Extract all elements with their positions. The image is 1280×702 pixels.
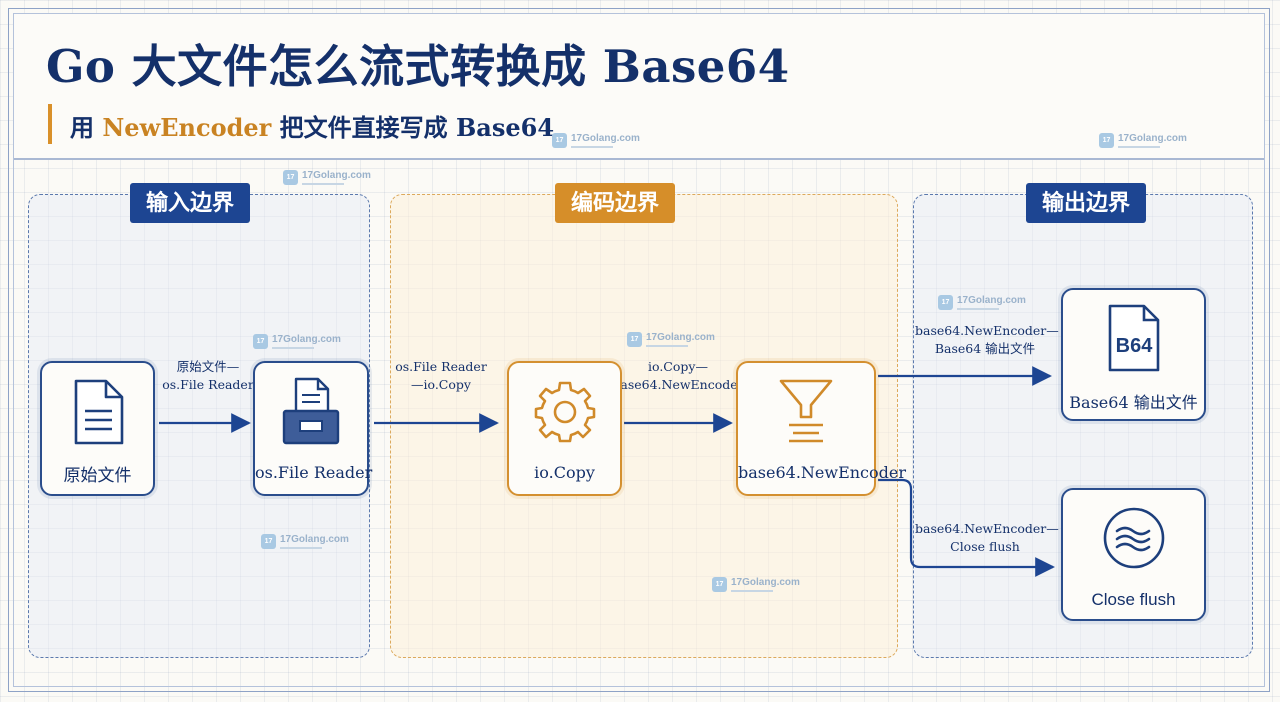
file-drawer-icon (282, 377, 340, 445)
io-copy-label: io.Copy (534, 463, 595, 482)
watermark-logo-icon: 17 (712, 577, 727, 592)
file-reader-label: os.File Reader (255, 463, 373, 482)
watermark-logo-icon: 17 (627, 332, 642, 347)
close-flush-node: Close flush (1061, 488, 1206, 621)
watermark-text: 17Golang.com (272, 334, 341, 345)
watermark: 17 17Golang.com (1099, 133, 1187, 148)
encoder-node: base64.NewEncoder (736, 361, 907, 496)
document-icon (74, 379, 123, 445)
output-file-node: B64 Base64 输出文件 (1061, 288, 1206, 421)
outer-frame (8, 8, 1270, 692)
source-file-label: 原始文件 (63, 466, 132, 486)
gear-icon (534, 381, 595, 443)
subtitle-accent-bar (48, 104, 52, 144)
watermark: 17 17Golang.com (938, 295, 1026, 310)
watermark-text: 17Golang.com (571, 133, 640, 144)
watermark-text: 17Golang.com (1118, 133, 1187, 144)
output-zone-label: 输出边界 (1026, 183, 1147, 223)
io-copy-node: io.Copy (507, 361, 622, 496)
page-title: Go 大文件怎么流式转换成 Base64 (46, 40, 790, 93)
watermark: 17 17Golang.com (712, 577, 800, 592)
output-file-label: Base64 输出文件 (1069, 393, 1198, 412)
watermark-text: 17Golang.com (731, 577, 800, 588)
watermark: 17 17Golang.com (253, 334, 341, 349)
watermark-text: 17Golang.com (646, 332, 715, 343)
subtitle-suffix: 把文件直接写成 Base64 (279, 113, 555, 142)
wave-circle-icon (1103, 507, 1164, 569)
watermark-logo-icon: 17 (552, 133, 567, 148)
inner-frame (13, 13, 1265, 687)
page-subtitle: 用 NewEncoder 把文件直接写成 Base64 (70, 108, 554, 143)
edge-label-encoder-close: base64.NewEncoder—Close flush (915, 521, 1059, 554)
source-file-node: 原始文件 (40, 361, 155, 496)
watermark: 17 17Golang.com (552, 133, 640, 148)
close-flush-label: Close flush (1091, 590, 1176, 609)
edge-label-source-reader: 原始文件—os.File Reader (162, 359, 254, 392)
encode-zone-label: 编码边界 (555, 183, 676, 223)
watermark-logo-icon: 17 (1099, 133, 1114, 148)
watermark-logo-icon: 17 (283, 170, 298, 185)
edge-label-encoder-output: base64.NewEncoder—Base64 输出文件 (915, 323, 1059, 356)
input-zone-label: 输入边界 (130, 183, 251, 223)
watermark: 17 17Golang.com (261, 534, 349, 549)
watermark-text: 17Golang.com (302, 170, 371, 181)
watermark-logo-icon: 17 (253, 334, 268, 349)
watermark-logo-icon: 17 (938, 295, 953, 310)
subtitle-highlight: NewEncoder (102, 113, 272, 142)
edge-label-reader-copy: os.File Reader—io.Copy (395, 359, 487, 392)
funnel-icon (779, 379, 833, 443)
b64-file-icon: B64 (1108, 304, 1159, 372)
watermark-logo-icon: 17 (261, 534, 276, 549)
encoder-label: base64.NewEncoder (738, 463, 907, 482)
watermark-text: 17Golang.com (957, 295, 1026, 306)
watermark: 17 17Golang.com (627, 332, 715, 347)
edge-encoder-to-close (878, 478, 1055, 577)
edge-label-copy-encoder: io.Copy—base64.NewEncoder (612, 359, 744, 392)
subtitle-prefix: 用 (70, 113, 94, 142)
header-panel (14, 14, 1264, 160)
b64-glyph: B64 (1115, 335, 1153, 357)
watermark: 17 17Golang.com (283, 170, 371, 185)
watermark-text: 17Golang.com (280, 534, 349, 545)
file-reader-node: os.File Reader (253, 361, 373, 496)
